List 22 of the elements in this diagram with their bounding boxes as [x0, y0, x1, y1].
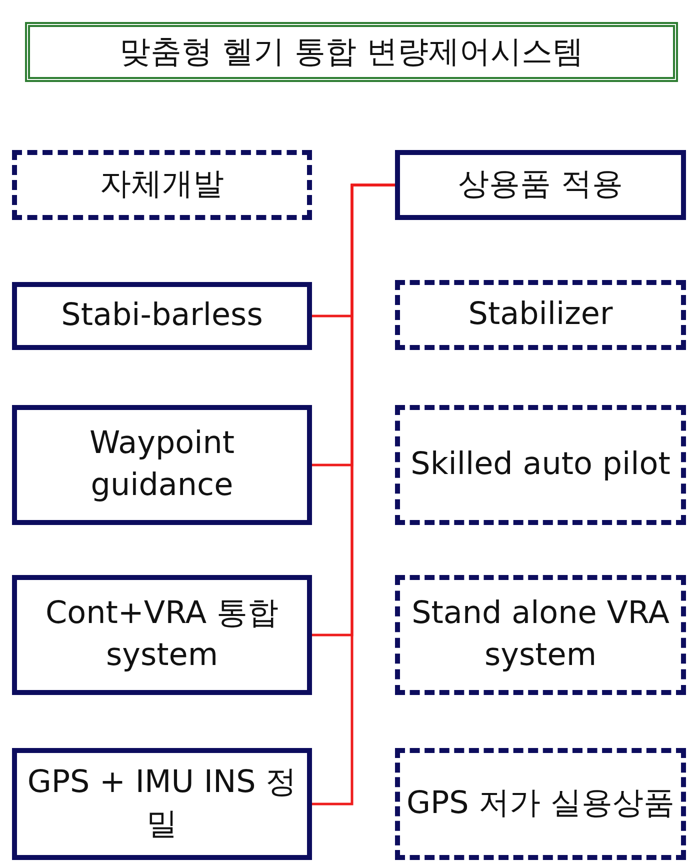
- process-box: [12, 748, 312, 860]
- box-label: Cont+VRA 통합 system: [44, 594, 280, 675]
- process-box: [12, 150, 312, 220]
- connector-line: [312, 184, 395, 806]
- box-label: Stabi-barless: [61, 296, 263, 336]
- box-label: 상용품 적용: [458, 165, 623, 204]
- box-label: Stand alone VRA system: [410, 594, 670, 675]
- process-box: [395, 405, 686, 525]
- title: 맞춤형 헬기 통합 변량제어시스템: [25, 22, 678, 82]
- process-box: [395, 748, 686, 860]
- box-label: Waypoint guidance: [88, 424, 236, 505]
- box-label: GPS + IMU INS 정밀: [26, 763, 298, 844]
- process-box: [395, 280, 686, 350]
- box-label: 자체개발: [100, 165, 224, 204]
- box-label: Stabilizer: [468, 295, 613, 334]
- process-box: [395, 150, 686, 220]
- box-label: Skilled auto pilot: [410, 445, 670, 484]
- process-box: [12, 405, 312, 525]
- process-box: [395, 575, 686, 695]
- process-box: [12, 575, 312, 695]
- box-label: GPS 저가 실용상품: [406, 784, 675, 824]
- process-box: [12, 282, 312, 350]
